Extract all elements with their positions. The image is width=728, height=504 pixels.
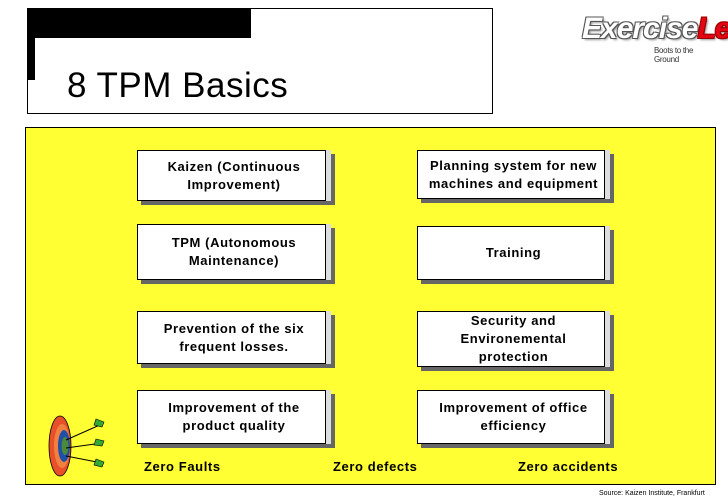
target-icon [48, 415, 105, 477]
logo: ExerciseLean Boots to the Ground [582, 12, 728, 64]
goal-zero-defects: Zero defects [333, 459, 418, 474]
logo-tagline: Boots to the Ground [654, 46, 694, 64]
slide-title: 8 TPM Basics [67, 66, 289, 105]
content-panel [25, 127, 716, 485]
box-training: Training [417, 226, 610, 280]
logo-wordmark: ExerciseLean [582, 12, 728, 45]
goal-zero-accidents: Zero accidents [518, 459, 619, 474]
source-note: Source: Kaizen Institute, Frankfurt [599, 490, 705, 497]
title-bar [27, 8, 251, 38]
title-side-bar [27, 8, 35, 80]
goal-zero-faults: Zero Faults [144, 459, 221, 474]
